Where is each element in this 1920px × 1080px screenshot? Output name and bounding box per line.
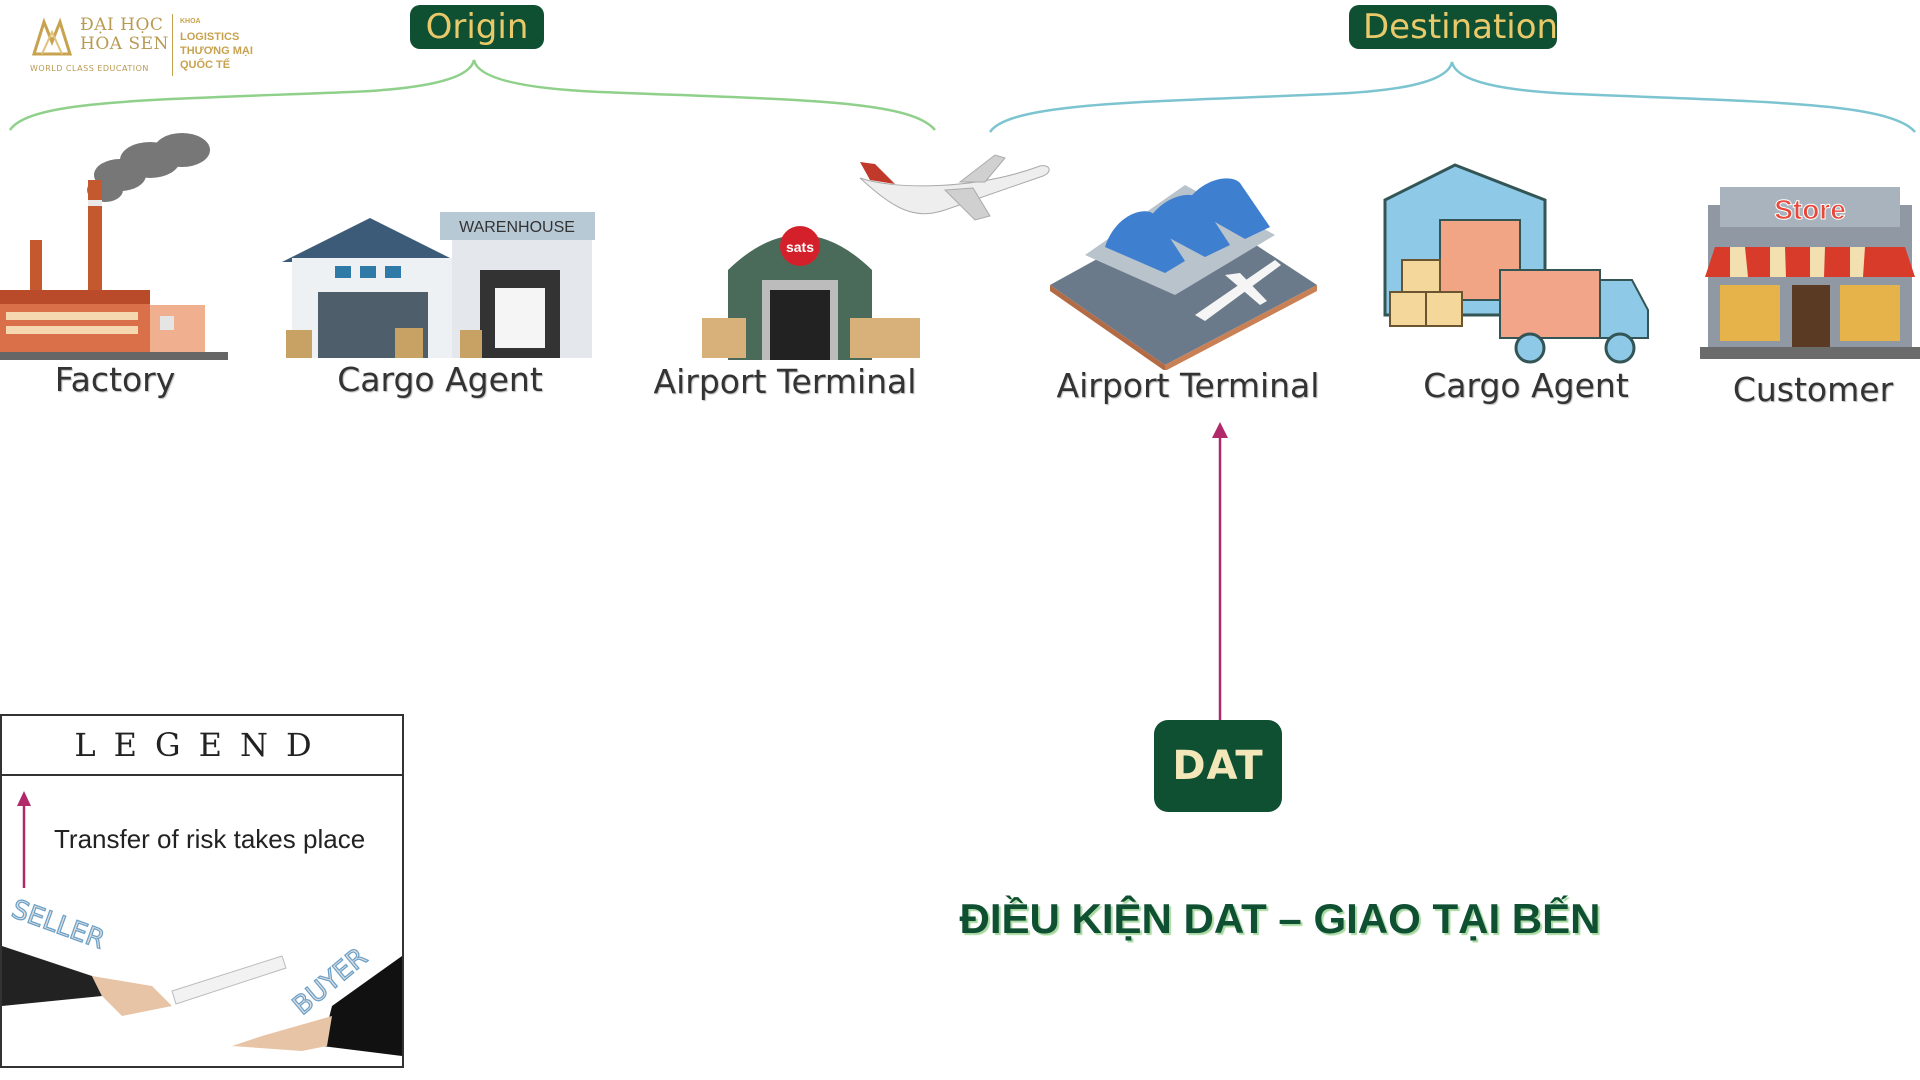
logo-tagline: WORLD CLASS EDUCATION [30,64,149,73]
store-icon: Store [1700,187,1920,359]
stage-label-cargo-agent-origin: Cargo Agent [337,360,543,399]
origin-brace [8,59,936,131]
origin-label: Origin [410,5,544,49]
logo-faculty-small: KHOA [180,18,201,25]
handshake-icon: SELLER BUYER [2,896,402,1056]
airplane-icon [859,154,1050,221]
logo-faculty-line1: LOGISTICS [180,31,240,43]
lotus-logo-icon [31,17,73,56]
destination-label: Destination [1349,5,1558,49]
incoterm-code-box: DAT [1154,720,1282,812]
origin-terminal-icon: sats [702,226,920,360]
logo-name-line1: ĐẠI HỌC [80,15,164,35]
stage-label-cargo-agent-destination: Cargo Agent [1423,366,1629,405]
risk-transfer-arrow [1212,422,1228,720]
stage-label-factory: Factory [54,360,176,399]
incoterm-title: ĐIỀU KIỆN DAT – GIAO TẠI BẾN [959,895,1601,942]
destination-cargo-agent-icon [1383,163,1649,364]
stage-label-airport-terminal-origin: Airport Terminal [653,362,917,401]
store-sign: Store [1774,194,1846,225]
logo-faculty-line2: THƯƠNG MẠI [180,45,253,57]
group-braces [8,59,1916,133]
legend-arrow-description: Transfer of risk takes place [54,824,366,854]
stage-label-airport-terminal-destination: Airport Terminal [1056,366,1320,405]
logo-faculty-line3: QUỐC TẾ [180,59,231,71]
factory-icon [0,133,228,360]
stage-label-customer: Customer [1732,370,1894,409]
sats-sign: sats [786,239,814,255]
legend-title: LEGEND [2,716,402,776]
logo-divider [172,14,173,76]
destination-terminal-icon [1050,178,1317,370]
destination-brace [988,61,1916,133]
logo-name-line2: HOA SEN [80,34,169,54]
legend-box: LEGEND Transfer of risk takes place SELL… [0,714,404,1068]
warehouse-sign: WARENHOUSE [459,219,575,236]
legend-arrow-icon [17,791,31,888]
university-logo: ĐẠI HỌC HOA SEN WORLD CLASS EDUCATION KH… [30,12,270,82]
warehouse-icon: WARENHOUSE [282,212,595,358]
legend-seller-text: SELLER [8,896,109,956]
